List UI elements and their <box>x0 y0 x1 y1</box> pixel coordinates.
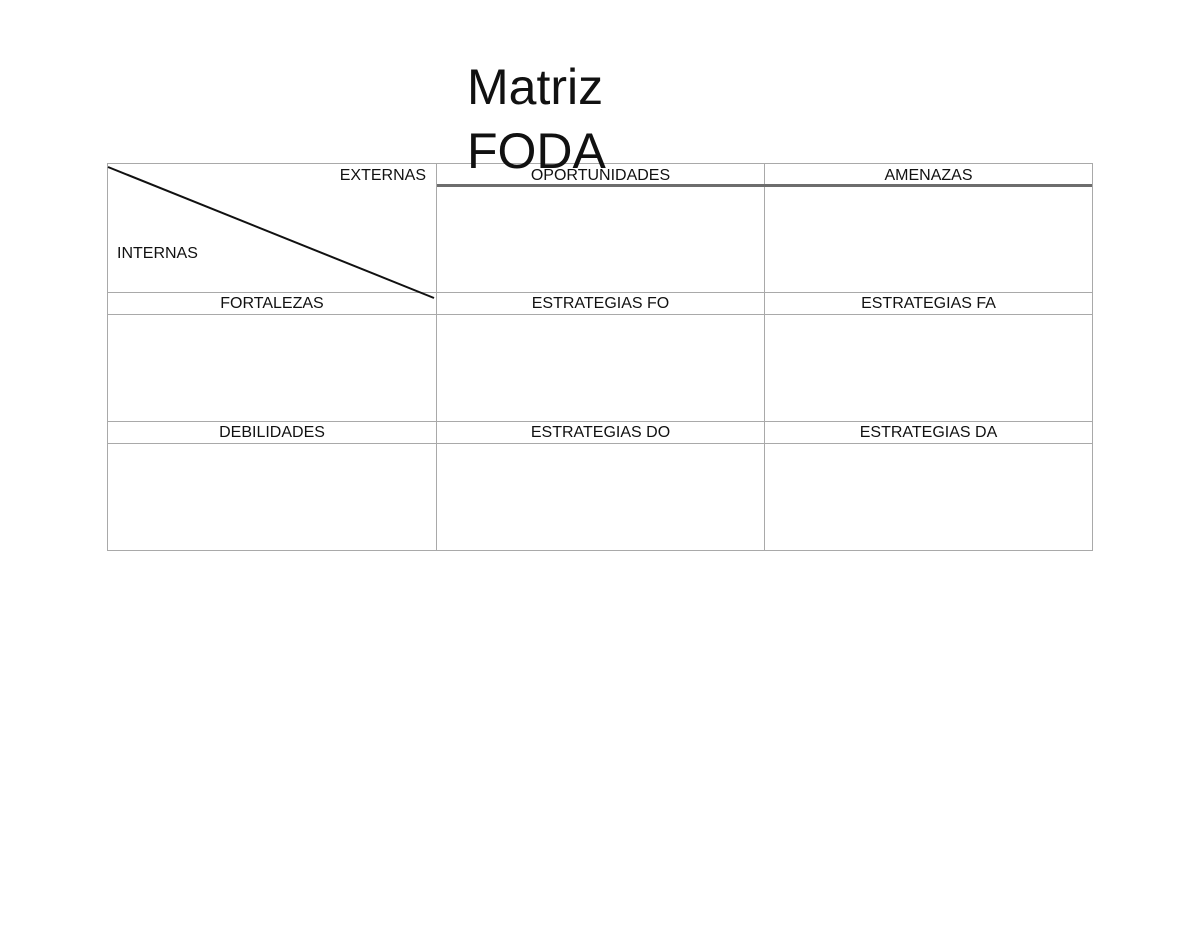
row-divider <box>108 421 1092 422</box>
corner-diagonal-line <box>107 166 435 299</box>
estrategias-do-header: ESTRATEGIAS DO <box>530 424 671 441</box>
row-divider <box>108 443 1092 444</box>
internas-label: INTERNAS <box>117 245 198 262</box>
debilidades-cell[interactable] <box>108 444 436 550</box>
oportunidades-header: OPORTUNIDADES <box>530 167 671 184</box>
amenazas-cell[interactable] <box>765 187 1092 292</box>
estrategias-fo-cell[interactable] <box>437 315 764 421</box>
column-divider <box>436 164 437 550</box>
fortalezas-header: FORTALEZAS <box>220 295 324 312</box>
amenazas-header: AMENAZAS <box>884 167 973 184</box>
estrategias-da-header: ESTRATEGIAS DA <box>859 424 998 441</box>
row-divider <box>108 314 1092 315</box>
estrategias-da-cell[interactable] <box>765 444 1092 550</box>
estrategias-fa-cell[interactable] <box>765 315 1092 421</box>
row-divider <box>108 292 1092 293</box>
externas-label: EXTERNAS <box>339 167 426 184</box>
header-underline <box>437 184 1092 187</box>
estrategias-do-cell[interactable] <box>437 444 764 550</box>
estrategias-fo-header: ESTRATEGIAS FO <box>531 295 670 312</box>
column-divider <box>764 164 765 550</box>
debilidades-header: DEBILIDADES <box>219 424 325 441</box>
fortalezas-cell[interactable] <box>108 315 436 421</box>
page-title: Matriz FODA <box>467 59 606 179</box>
oportunidades-cell[interactable] <box>437 187 764 292</box>
estrategias-fa-header: ESTRATEGIAS FA <box>861 295 996 312</box>
foda-matrix: EXTERNAS INTERNAS OPORTUNIDADES AMENAZAS… <box>107 163 1093 551</box>
